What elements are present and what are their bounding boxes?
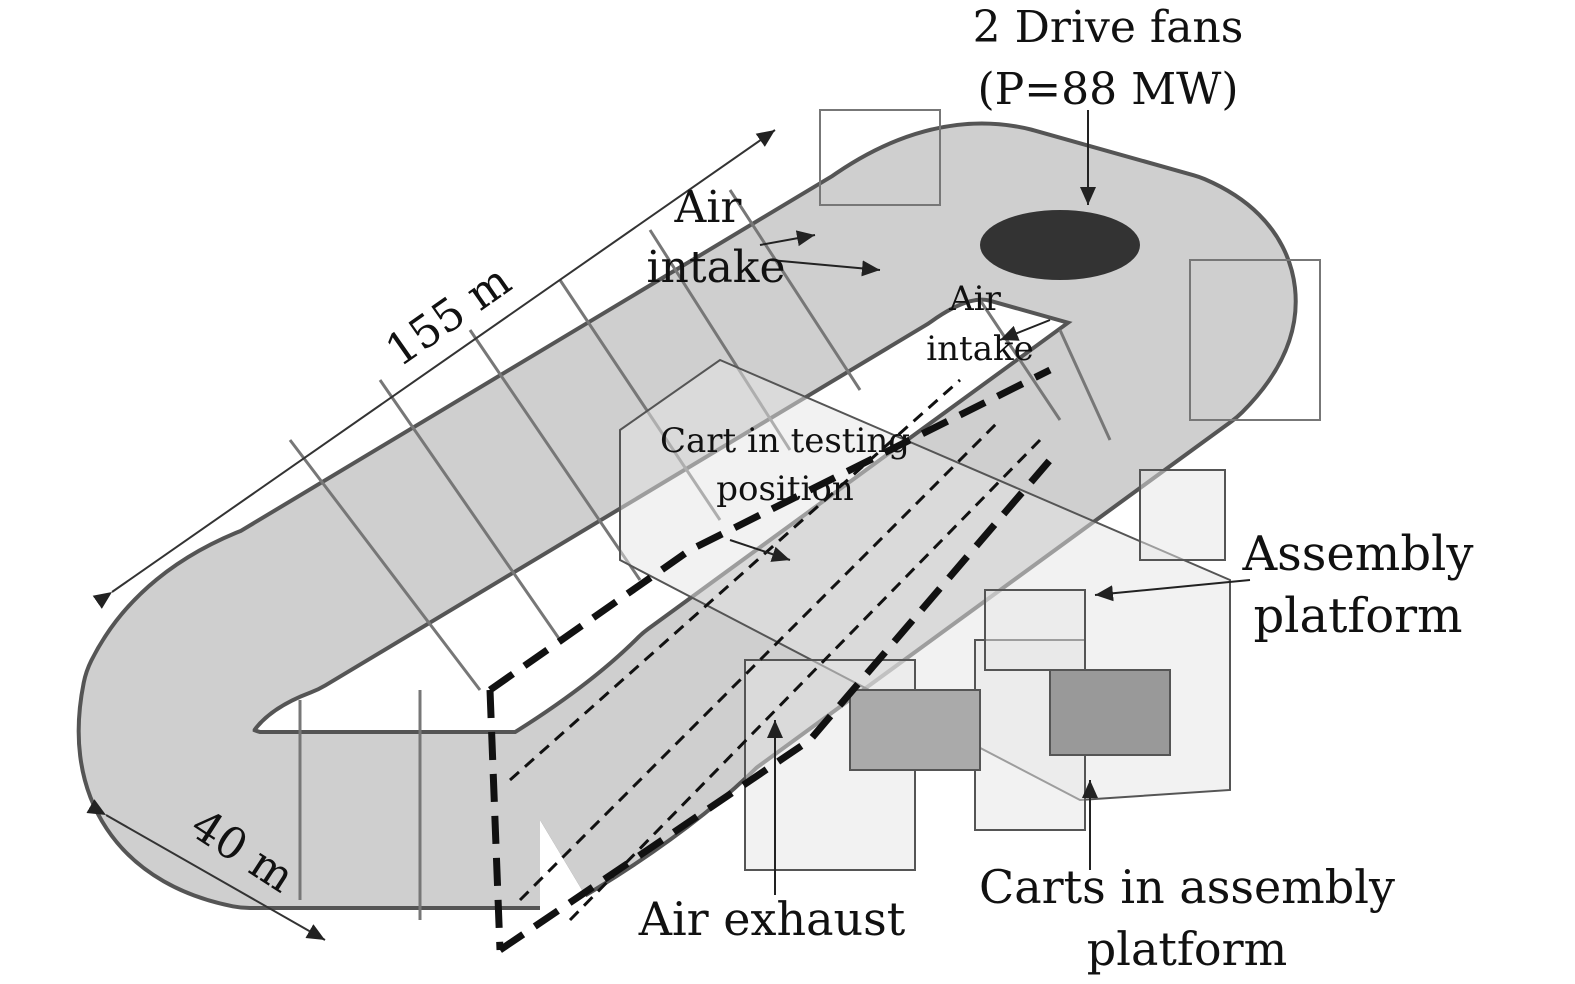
- air-intake-right-label-2: intake: [926, 329, 1033, 369]
- carts-assembly-label-2: platform: [1087, 922, 1287, 976]
- drive-fan: [980, 210, 1140, 280]
- assembly-platform-label-2: platform: [1253, 588, 1462, 644]
- fan-power-label: (P=88 MW): [977, 64, 1238, 115]
- length-dimension-line: [92, 129, 776, 609]
- assembly-platform-label: Assembly: [1241, 526, 1473, 582]
- carts-assembly-label: Carts in assembly: [979, 860, 1395, 914]
- cart-testing-label-2: position: [716, 469, 853, 509]
- air-exhaust-label: Air exhaust: [638, 892, 906, 946]
- cart-testing-label: Cart in testing: [660, 421, 910, 461]
- test-section-outline: [486, 366, 1053, 953]
- air-intake-right-label: Air: [948, 279, 1001, 319]
- width-dimension-line: [86, 799, 326, 941]
- air-intake-left-label: Air: [674, 182, 743, 233]
- leader-lines: [729, 110, 1251, 895]
- drive-fans-label: 2 Drive fans: [973, 2, 1244, 53]
- intake-housings: [819, 109, 1321, 421]
- air-intake-left-label-2: intake: [646, 242, 785, 293]
